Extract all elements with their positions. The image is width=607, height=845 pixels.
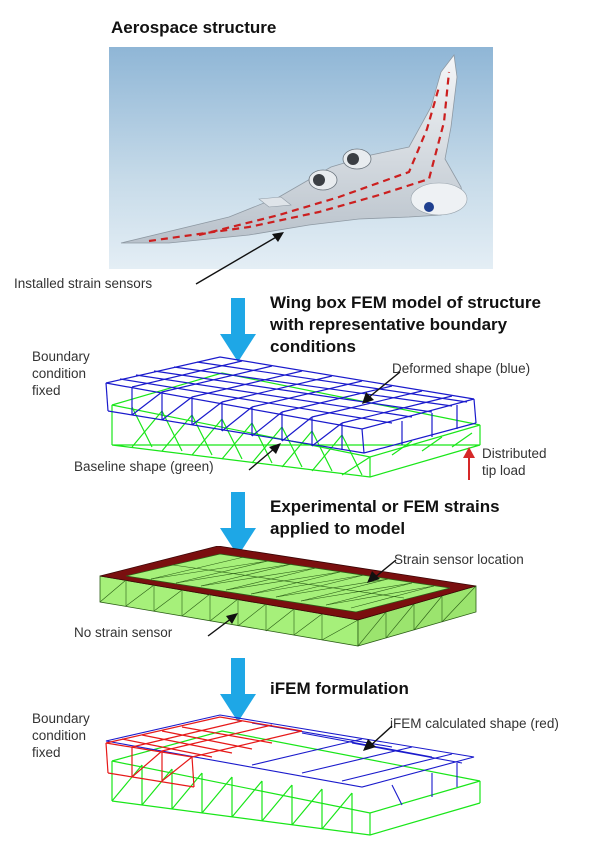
boundary-condition-label-2: Boundary condition fixed — [32, 710, 90, 761]
bc1-line-3: fixed — [32, 383, 61, 398]
aircraft-photo — [109, 47, 493, 269]
engine-right — [342, 148, 372, 170]
step-1-text: Wing box FEM model of structure with rep… — [270, 292, 541, 358]
installed-sensors-pointer — [195, 232, 284, 285]
sensor-location-pointer — [367, 559, 397, 583]
boundary-condition-label-1: Boundary condition fixed — [32, 348, 90, 399]
baseline-mesh-3 — [111, 730, 481, 836]
bc2-line-1: Boundary — [32, 711, 90, 726]
baseline-shape-label: Baseline shape (green) — [74, 459, 214, 474]
distributed-load-label: Distributed tip load — [482, 445, 547, 479]
engine-left — [308, 169, 338, 191]
flow-arrow-3 — [220, 658, 256, 722]
ifem-mesh — [105, 716, 303, 788]
step-2-line-1: Experimental or FEM strains — [270, 497, 500, 516]
bc2-line-3: fixed — [32, 745, 61, 760]
distributed-line-1: Distributed — [482, 446, 547, 461]
sensor-location-label: Strain sensor location — [394, 552, 524, 567]
baseline-shape-pointer — [248, 443, 281, 471]
deformed-mesh — [105, 356, 477, 454]
sensor-lines — [148, 71, 451, 243]
fem-model-2 — [99, 546, 477, 647]
deformed-shape-label: Deformed shape (blue) — [392, 361, 531, 376]
installed-sensors-label: Installed strain sensors — [14, 276, 153, 291]
step-2-text: Experimental or FEM strains applied to m… — [270, 496, 500, 540]
step-1-line-1: Wing box FEM model of structure — [270, 293, 541, 312]
tip-load-arrow — [463, 447, 475, 480]
side-mesh — [99, 579, 477, 647]
aircraft-illustration — [109, 47, 493, 269]
no-sensor-label: No strain sensor — [74, 625, 173, 640]
deformed-shape-pointer — [362, 371, 401, 404]
bc1-line-2: condition — [32, 366, 87, 381]
fem-model-3 — [105, 714, 481, 836]
fem-model-1 — [105, 356, 481, 478]
distributed-line-2: tip load — [482, 463, 526, 478]
step-2-line-2: applied to model — [270, 519, 406, 538]
ifem-shape-pointer — [363, 725, 393, 751]
bc1-line-1: Boundary — [32, 349, 90, 364]
ifem-shape-label: iFEM calculated shape (red) — [390, 716, 559, 731]
no-sensor-pointer — [207, 613, 238, 637]
page-title: Aerospace structure — [111, 18, 277, 37]
bc2-line-2: condition — [32, 728, 87, 743]
baseline-mesh — [111, 372, 481, 478]
panel-mesh — [150, 556, 435, 609]
step-3-text: iFEM formulation — [270, 679, 409, 698]
flow-arrow-1 — [220, 298, 256, 362]
step-1-line-2: with representative boundary — [270, 315, 508, 334]
flow-arrow-2 — [220, 492, 256, 556]
step-1-line-3: conditions — [270, 337, 356, 356]
